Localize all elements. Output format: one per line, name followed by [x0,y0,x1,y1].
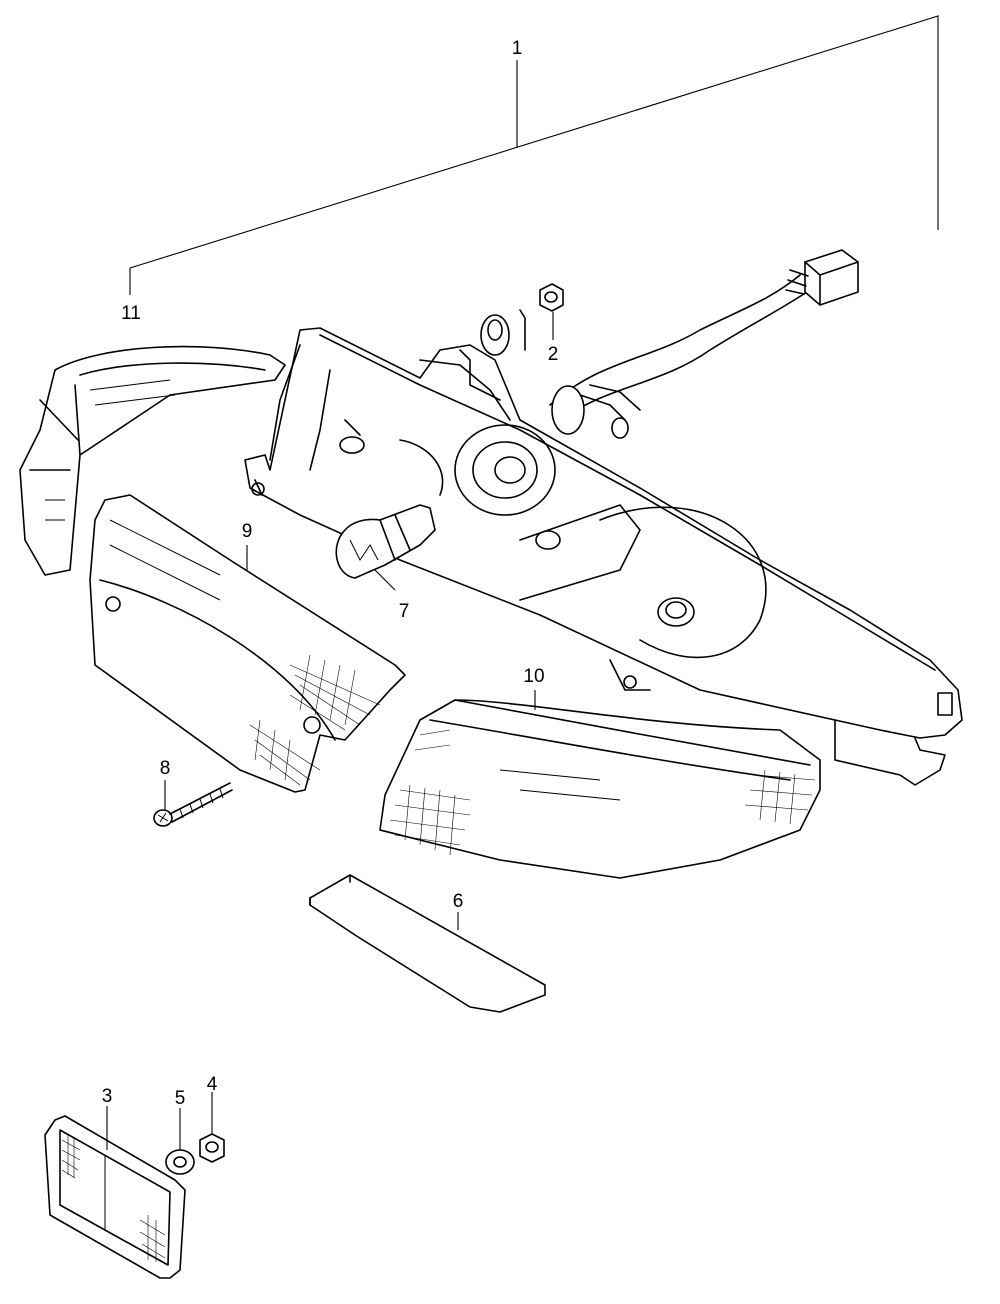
callout-10: 10 [523,666,544,687]
nut-icon [539,283,564,312]
callout-7: 7 [399,601,410,622]
nut-icon [199,1133,225,1163]
washer-icon [165,1149,195,1175]
lens-icon [379,699,821,879]
callout-8: 8 [160,758,171,779]
leader-lines [106,312,554,1150]
callout-9: 9 [242,521,253,542]
screw-icon [153,782,233,827]
callout-2: 2 [548,344,559,365]
lens-icon [19,345,286,576]
callout-3: 3 [102,1086,113,1107]
callout-labels: 1 2 3 4 5 6 7 8 9 10 11 [102,38,559,1109]
taillight-housing-icon [244,309,963,786]
gasket-pad-icon [309,874,546,1013]
reflector-icon [44,1115,186,1279]
callout-5: 5 [175,1088,186,1109]
lens-icon [89,494,406,793]
assembly-bracket [129,15,939,295]
callout-4: 4 [207,1074,218,1095]
callout-6: 6 [453,891,464,912]
bulb-icon [335,504,436,579]
callout-11: 11 [121,303,141,324]
wiring-harness-icon [549,249,859,439]
callout-1: 1 [512,38,523,59]
